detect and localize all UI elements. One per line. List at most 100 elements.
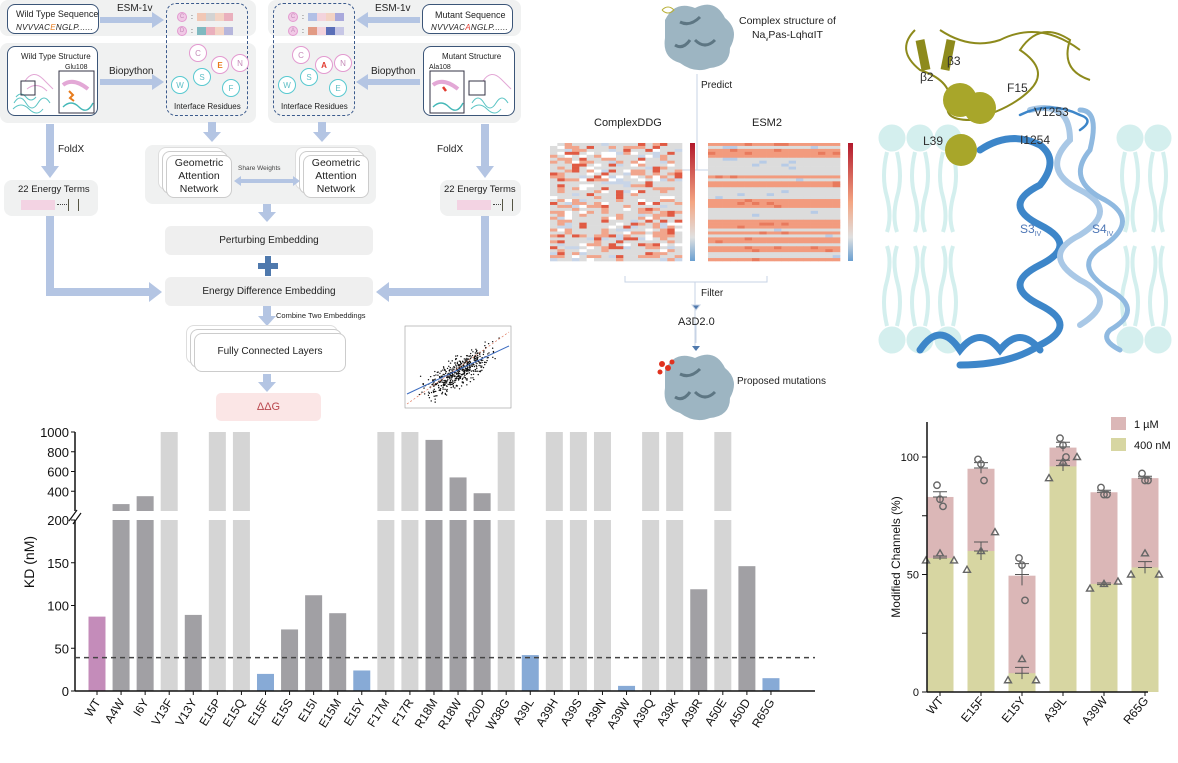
- heatmap-cell: [774, 199, 782, 203]
- scatter-point: [455, 379, 457, 382]
- heatmap-cell: [737, 181, 745, 185]
- heatmap-cell: [722, 160, 731, 164]
- heatmap-cell: [766, 196, 775, 200]
- heatmap-cell: [766, 163, 775, 167]
- scatter-point: [442, 388, 444, 390]
- heatmap-cell: [737, 213, 745, 218]
- heatmap-cell: [752, 213, 760, 218]
- heatmap-cell: [579, 151, 587, 156]
- heatmap-cell: [660, 199, 668, 203]
- heatmap-cell: [774, 243, 782, 247]
- heatmap-cell: [796, 210, 804, 215]
- heatmap-cell: [766, 249, 775, 253]
- heatmap-cell: [564, 193, 573, 197]
- heatmap-cell: [818, 258, 826, 262]
- kd-x-tick-label: A39Q: [629, 696, 657, 729]
- heatmap-cell: [579, 252, 587, 256]
- heatmap-cell: [722, 157, 731, 161]
- kd-bar-I6Y: [136, 520, 154, 691]
- heatmap-cell: [594, 258, 602, 262]
- heatmap-cell: [660, 163, 668, 167]
- heatmap-cell: [630, 196, 639, 200]
- heatmap-cell: [818, 196, 826, 200]
- lipid-tail: [1148, 151, 1158, 233]
- heatmap-cell: [608, 154, 617, 159]
- heatmap-cell: [774, 204, 782, 209]
- heatmap-cell: [667, 187, 675, 191]
- residue-node-mutated: E: [211, 56, 229, 74]
- heatmap-cell: [818, 246, 826, 250]
- scatter-point: [433, 388, 435, 391]
- heatmap-cell: [803, 184, 811, 188]
- heatmap-cell: [660, 231, 668, 235]
- heatmap-cell: [667, 219, 675, 223]
- heatmap-cell: [730, 204, 738, 209]
- heatmap-cell: [803, 160, 811, 164]
- heatmap-cell: [557, 143, 565, 147]
- heatmap-cell: [722, 199, 731, 203]
- heatmap-cell: [803, 172, 811, 176]
- kd-bar-upper-A39S: [569, 432, 587, 511]
- heatmap-cell: [564, 204, 573, 209]
- heatmap-cell: [601, 145, 609, 150]
- kd-x-tick-label: E15Q: [220, 696, 248, 729]
- heatmap-cell: [744, 145, 753, 150]
- heatmap-cell: [766, 154, 775, 159]
- heatmap-cell: [623, 225, 631, 229]
- scatter-point: [438, 380, 440, 383]
- scatter-point: [438, 387, 440, 389]
- heatmap-cell: [744, 163, 753, 167]
- scatter-point: [464, 376, 467, 379]
- scatter-point: [473, 359, 475, 361]
- heatmap-cell: [616, 181, 624, 185]
- heatmap-cell: [623, 187, 631, 191]
- arrow-foldx-mut: [476, 124, 494, 178]
- heatmap-cell: [744, 219, 753, 223]
- heatmap-cell: [744, 246, 753, 250]
- heatmap-cell: [781, 178, 789, 182]
- heatmap-cell: [623, 178, 631, 182]
- heatmap-cell: [674, 151, 683, 156]
- arrow-esm1v-wt: [100, 12, 164, 28]
- heatmap-cell: [766, 148, 775, 153]
- heatmap-cell: [832, 237, 841, 241]
- heatmap-cell: [737, 258, 745, 262]
- heatmap-cell: [803, 143, 811, 147]
- heatmap-cell: [594, 243, 602, 247]
- heatmap-cell: [803, 148, 811, 153]
- heatmap-cell: [832, 163, 841, 167]
- heatmap-cell: [759, 246, 767, 250]
- heatmap-cell: [564, 246, 573, 250]
- heatmap-cell: [708, 143, 716, 147]
- heatmap-cell: [810, 210, 819, 215]
- heatmap-cell: [572, 210, 580, 215]
- heatmap-cell: [715, 196, 723, 200]
- kd-bar-A39Q: [642, 520, 660, 691]
- scatter-point: [444, 381, 446, 384]
- heatmap-cell: [774, 151, 782, 156]
- heatmap-cell: [608, 199, 617, 203]
- heatmap-cell: [572, 240, 580, 244]
- arrow-interface-mut: [313, 122, 331, 142]
- heatmap-cell: [601, 196, 609, 200]
- heatmap-cell: [722, 210, 731, 215]
- heatmap-cell: [722, 207, 731, 212]
- heatmap-cell: [601, 148, 609, 153]
- heatmap-cell: [752, 184, 760, 188]
- heatmap-cell: [601, 160, 609, 164]
- heatmap-cell: [660, 157, 668, 161]
- heatmap-cell: [557, 246, 565, 250]
- scatter-point: [448, 365, 450, 368]
- heatmap-cell: [796, 163, 804, 167]
- heatmap-cell: [608, 172, 617, 176]
- heatmap-cell: [788, 210, 797, 215]
- heatmap-cell: [825, 204, 833, 209]
- heatmap-cell: [660, 249, 668, 253]
- heatmap-cell: [586, 196, 595, 200]
- heatmap-cell: [660, 222, 668, 226]
- heatmap-cell: [564, 249, 573, 253]
- heatmap-cell: [759, 160, 767, 164]
- plus-icon: [258, 256, 278, 276]
- wt-residue-label: Glu108: [65, 64, 88, 71]
- heatmap-cell: [715, 199, 723, 203]
